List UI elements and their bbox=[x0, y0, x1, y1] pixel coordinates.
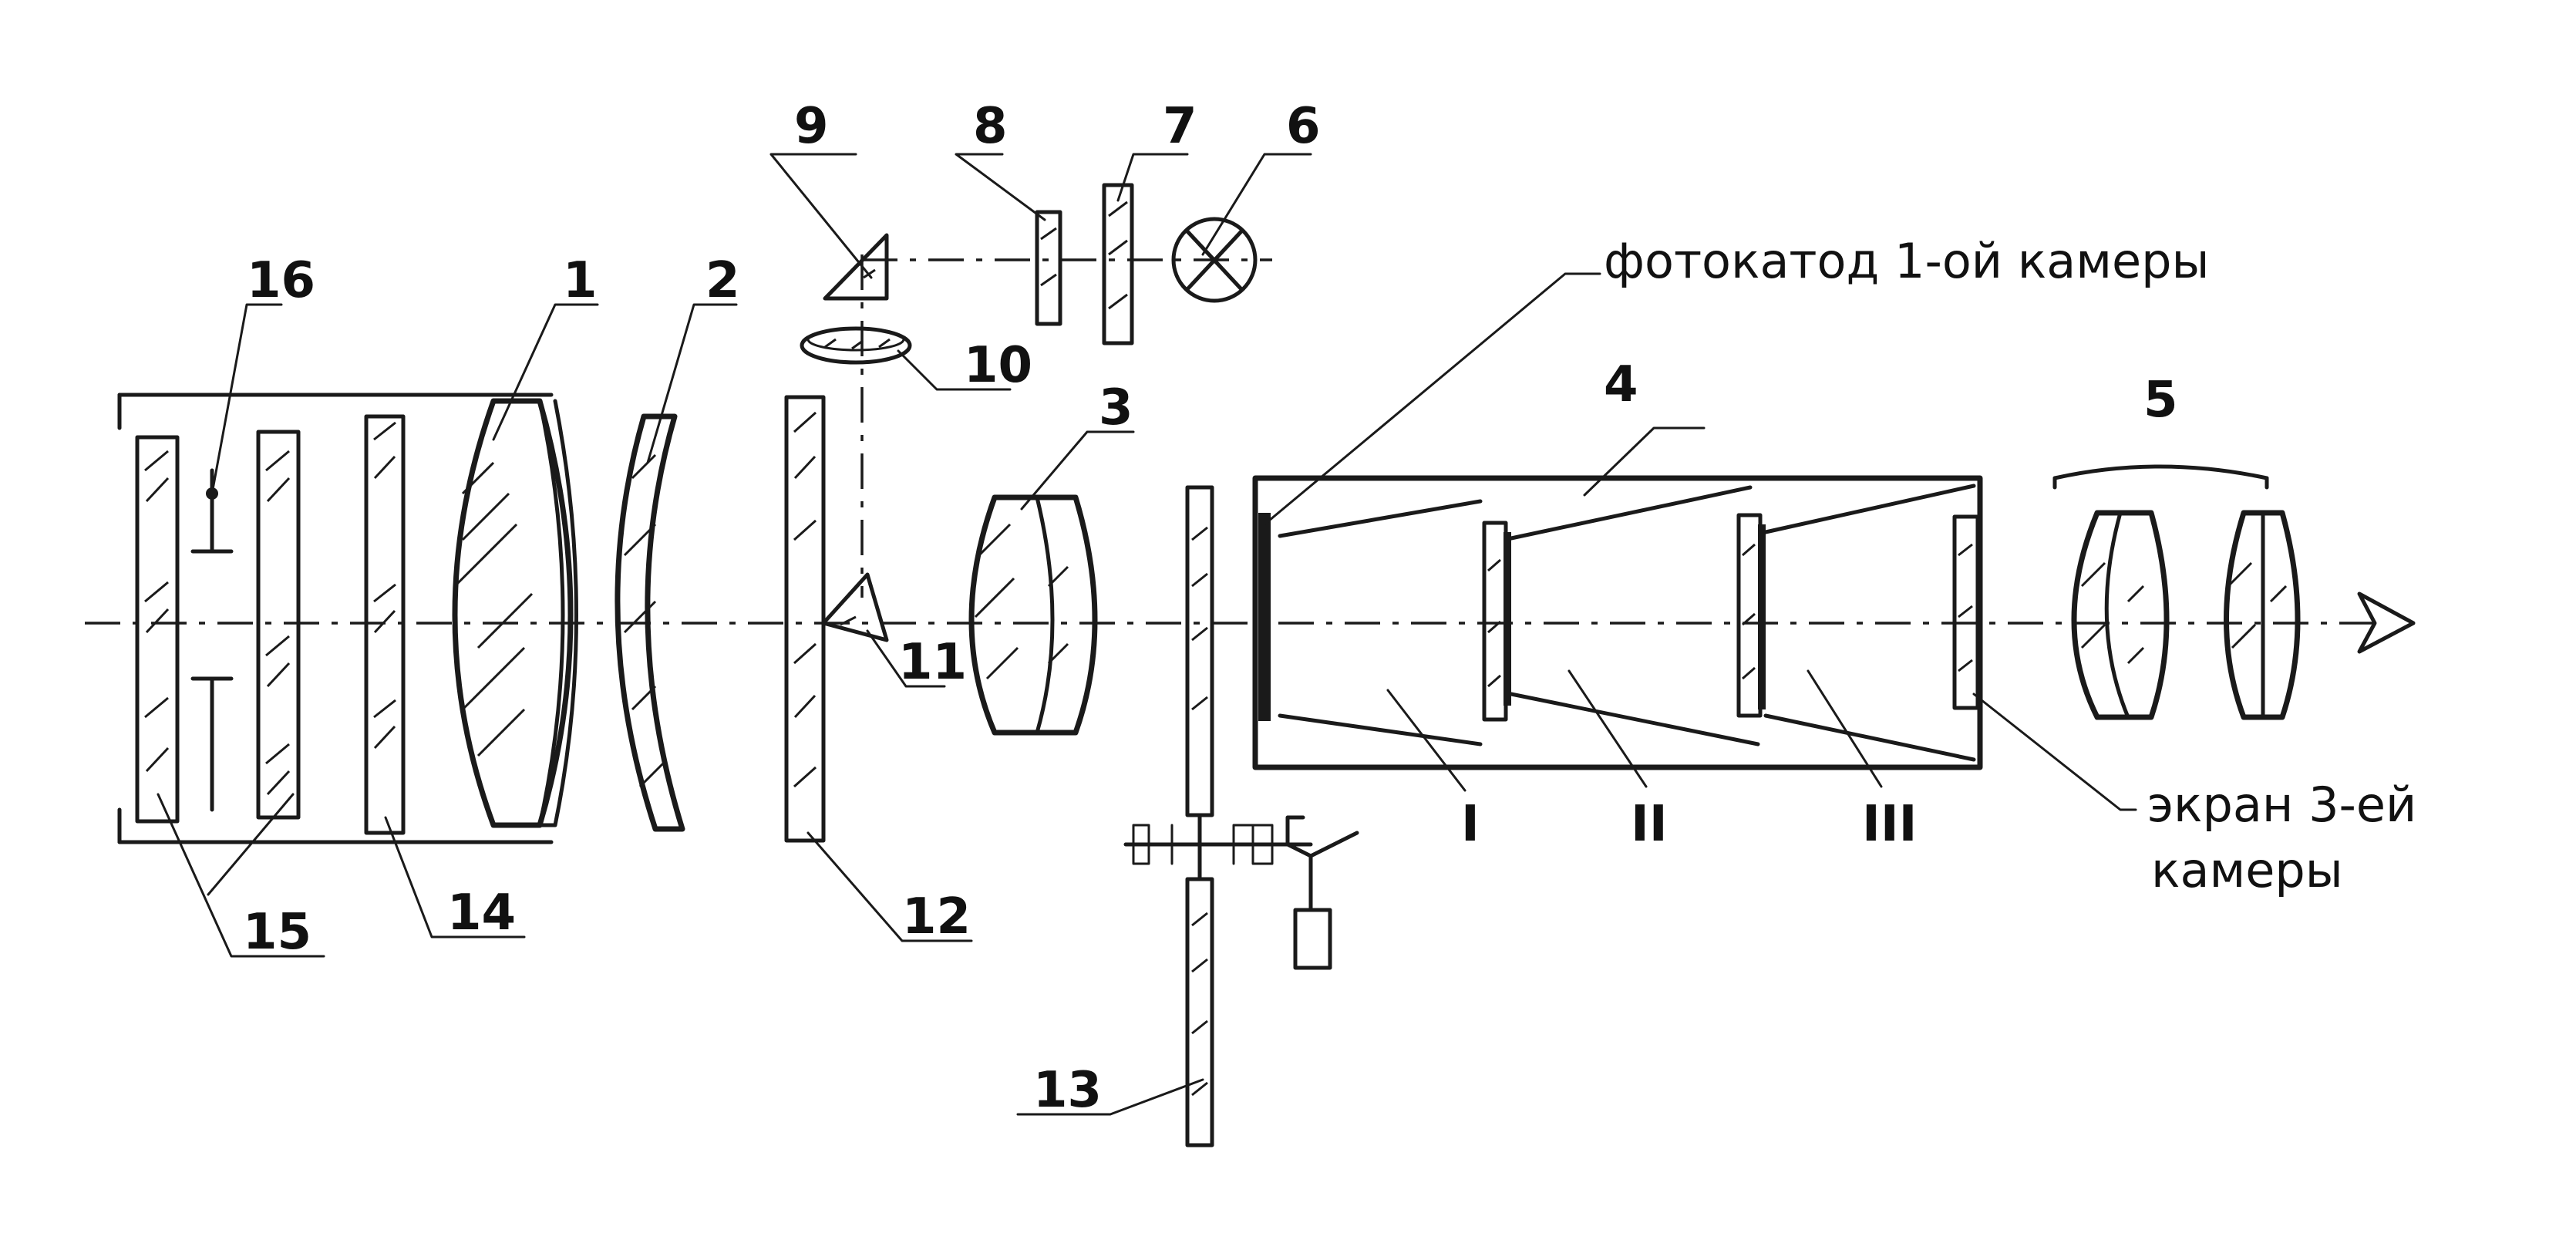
meniscus-2 bbox=[615, 413, 685, 832]
label-16: 16 bbox=[247, 252, 315, 309]
label-11: 11 bbox=[898, 634, 967, 691]
leader-lines bbox=[157, 153, 2137, 1116]
plate-12 bbox=[784, 395, 826, 843]
lens-10 bbox=[800, 326, 912, 365]
front-housing bbox=[117, 393, 554, 844]
label-5: 5 bbox=[2143, 372, 2178, 429]
lamp-6 bbox=[1171, 217, 1258, 303]
label-camera-I: I bbox=[1461, 796, 1480, 853]
label-8: 8 bbox=[973, 98, 1008, 155]
screen-label-line1: экран 3-ей bbox=[2147, 777, 2416, 833]
label-14: 14 bbox=[447, 885, 516, 942]
output-arrow bbox=[2357, 591, 2416, 654]
reticle-16 bbox=[190, 468, 234, 812]
prism-9 bbox=[823, 233, 889, 301]
plate-15a bbox=[135, 435, 180, 824]
plate-14 bbox=[364, 414, 406, 835]
photocathode-label: фотокатод 1-ой камеры bbox=[1604, 233, 2209, 289]
label-1: 1 bbox=[563, 252, 598, 309]
photocathode-1 bbox=[1258, 513, 1271, 721]
label-camera-III: III bbox=[1862, 796, 1917, 853]
plate-15b bbox=[256, 430, 301, 820]
screen-label-line2: камеры bbox=[2151, 842, 2343, 898]
plate-13-lower bbox=[1185, 877, 1214, 1147]
label-6: 6 bbox=[1286, 98, 1321, 155]
shutter-mechanism bbox=[1123, 813, 1359, 970]
plate-7 bbox=[1102, 183, 1134, 345]
label-7: 7 bbox=[1163, 98, 1197, 155]
lens-1 bbox=[452, 398, 578, 828]
label-15: 15 bbox=[243, 904, 311, 961]
label-13: 13 bbox=[1033, 1062, 1102, 1119]
filter-8 bbox=[1035, 210, 1062, 326]
label-2: 2 bbox=[705, 252, 740, 309]
lens-3 bbox=[968, 494, 1098, 736]
label-camera-II: II bbox=[1631, 796, 1668, 853]
plate-13-upper bbox=[1185, 485, 1214, 817]
lens-group-5 bbox=[2052, 464, 2301, 720]
label-9: 9 bbox=[794, 98, 829, 155]
prism-11 bbox=[821, 572, 889, 642]
label-12: 12 bbox=[902, 888, 971, 945]
label-10: 10 bbox=[964, 337, 1032, 394]
label-4: 4 bbox=[1604, 356, 1638, 413]
label-3: 3 bbox=[1099, 379, 1133, 436]
intensifier-tube-4 bbox=[1252, 475, 1983, 770]
